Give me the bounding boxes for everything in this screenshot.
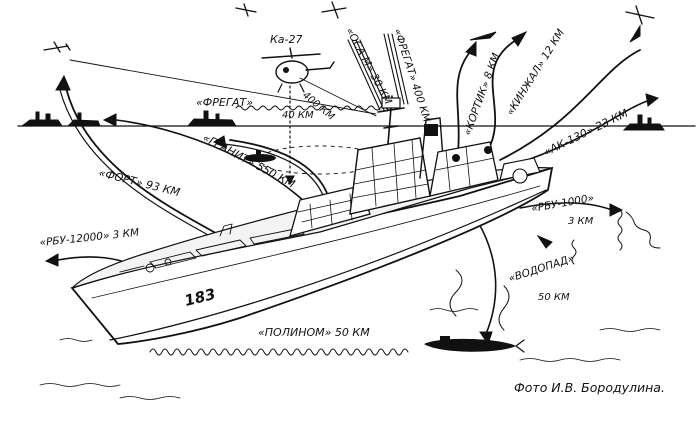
kortik-arc (456, 51, 471, 153)
ak130-arrow (645, 93, 660, 107)
kinzhal-mount (484, 146, 492, 154)
target-ship-right (622, 114, 665, 131)
aft-superstructure (429, 141, 499, 197)
vodopad-arc (477, 221, 497, 335)
label-vodopad-name: «ВОДОПАД» (507, 252, 576, 284)
helicopter-torpedo-icon (285, 175, 295, 186)
label-rbu1000-dist: 3 КМ (568, 216, 594, 227)
missile-kortik-target-icon (469, 31, 497, 41)
target-ship-far-left (20, 111, 63, 127)
photo-caption: Фото И.В. Бородулина. (514, 380, 665, 395)
kortik-mount (452, 154, 460, 162)
aircraft-left-icon (43, 41, 71, 53)
aircraft-far-right-icon (625, 5, 655, 25)
polinom-sonar-wave (149, 348, 409, 356)
waterline (109, 189, 547, 341)
label-rbu12000: «РБУ-12000» 3 КМ (39, 227, 140, 249)
target-ship-center (186, 110, 237, 127)
fregat-right-radar-beam (383, 33, 409, 105)
label-granit: «ГРАНИТ» 550 КМ (201, 131, 298, 191)
label-osa: «ОСА-М» 30 КМ (343, 26, 394, 107)
main-block-grid (351, 139, 429, 207)
deck-details (119, 223, 305, 273)
rbu1000-sonar-wave-2 (571, 239, 577, 265)
aft-radar (424, 124, 438, 136)
vodopad-wake (449, 269, 463, 317)
target-ship-mid-left (66, 112, 101, 127)
granit-arrow-head (212, 135, 227, 149)
submarine-target-icon (424, 336, 525, 353)
superstructure-grid (297, 193, 367, 229)
rbu1000-arc (519, 202, 613, 211)
rbu1000-sonar-wave (617, 209, 661, 251)
cruiser-ship: 183 (70, 95, 554, 345)
label-fort: «ФОРТ» 93 КМ (97, 166, 182, 199)
rbu1000-arrow (609, 203, 624, 217)
label-ak130: «АК-130» 23 КМ (542, 106, 631, 158)
ak130-arc (499, 49, 641, 161)
ak130-arc-lower (509, 99, 651, 167)
label-polinom: «ПОЛИНОМ» 50 КМ (258, 326, 370, 339)
label-vodopad-dist: 50 КМ (538, 292, 570, 303)
missile-far-right-icon (629, 24, 641, 43)
fort-arrow-head (55, 74, 71, 91)
rbu1000-depth-charge-icon (536, 234, 553, 249)
fregat-radar-antenna (381, 97, 401, 109)
fort-secondary-arrow (102, 113, 117, 127)
rbu12000-arrow (44, 253, 59, 267)
kinzhal-arc (487, 39, 517, 151)
aft-mast (419, 117, 445, 179)
label-40km: 40 КМ (282, 110, 314, 121)
helicopter-ka27-icon (261, 47, 335, 93)
label-helicopter: Кa-27 (270, 33, 303, 46)
label-fregat-left: «ФРЕГАТ» (196, 96, 253, 109)
submarine-mid-icon (244, 150, 276, 162)
vodopad-wake-2 (498, 285, 510, 331)
kinzhal-arrow (511, 30, 528, 47)
aft-block-grid (435, 145, 495, 191)
aircraft-top-right-icon (321, 1, 347, 19)
stern-helipad (512, 168, 528, 184)
fort-missile-arc (65, 87, 249, 253)
hull-stripe (91, 185, 541, 299)
fregat-air-radar-line (69, 59, 377, 115)
sea-waves (39, 308, 661, 400)
fregat-left-radar-wave (235, 105, 393, 111)
radar-line-400km (299, 77, 377, 117)
label-kortik: «КОРТИК» 8 КМ (462, 52, 503, 137)
kortik-arrow (465, 40, 477, 57)
aircraft-top-center-icon (235, 3, 257, 17)
